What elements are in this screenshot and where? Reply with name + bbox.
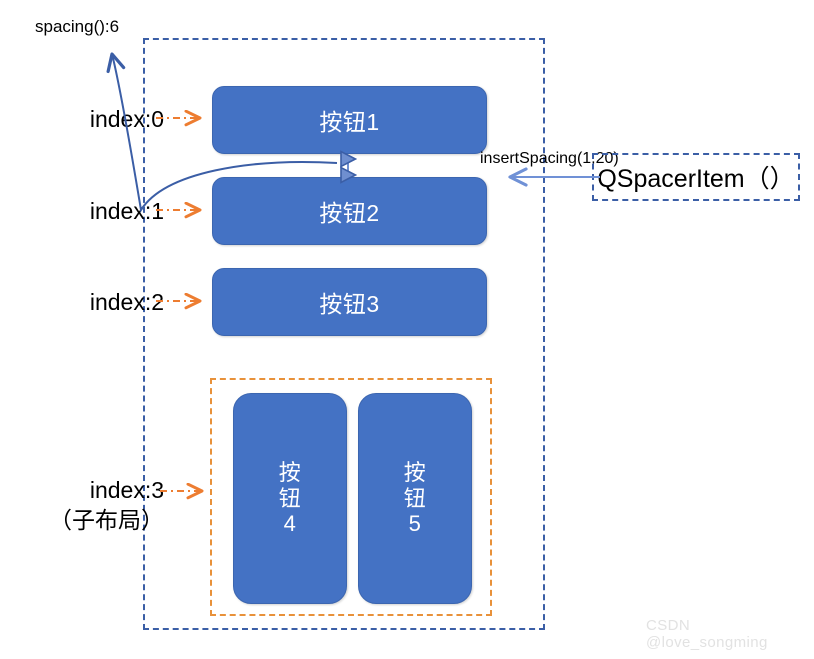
index-2-label: index:2 (89, 289, 164, 315)
button-4[interactable]: 按 钮 4 (233, 393, 347, 604)
button-1[interactable]: 按钮1 (212, 86, 487, 154)
index-1-label: index:1 (89, 198, 164, 224)
qspaceritem-label: QSpacerItem（） (597, 165, 795, 193)
parent-layout-container (143, 38, 545, 630)
watermark: CSDN @love_songming (646, 617, 768, 651)
button-3[interactable]: 按钮3 (212, 268, 487, 336)
button-5[interactable]: 按 钮 5 (358, 393, 472, 604)
spacing-label: spacing():6 (35, 17, 120, 36)
qspaceritem-callout: QSpacerItem（） (592, 153, 800, 201)
index-0-label: index:0 (89, 106, 164, 132)
insert-spacing-label: insertSpacing(1,20) (480, 150, 619, 167)
sub-layout-container (210, 378, 492, 616)
button-2[interactable]: 按钮2 (212, 177, 487, 245)
index-3-label: index:3 （子布局） (49, 477, 164, 533)
